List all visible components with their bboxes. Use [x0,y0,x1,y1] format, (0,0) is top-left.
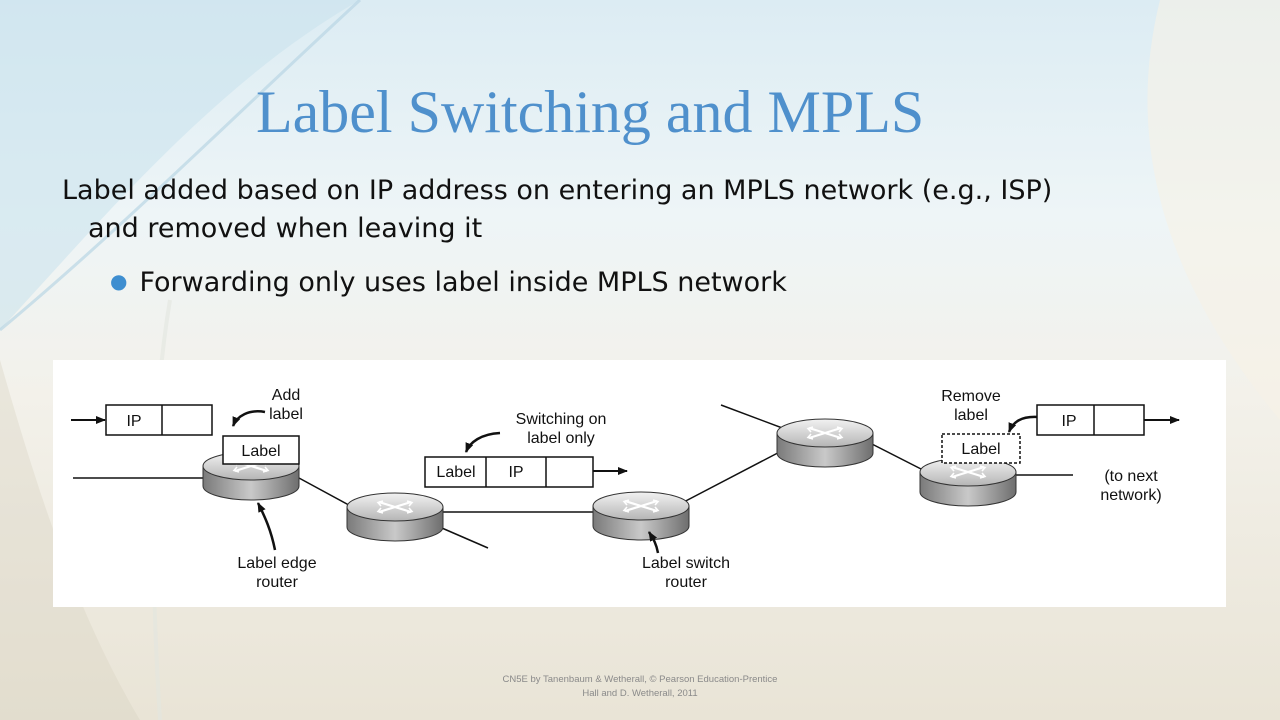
router-edge-right [918,456,1018,508]
svg-text:label: label [954,407,988,424]
router-core-3 [775,417,875,469]
svg-text:Switching on: Switching on [516,411,607,428]
svg-text:network): network) [1100,487,1161,504]
svg-text:label: label [269,406,303,423]
add-label-annotation: Add label [231,387,303,427]
paragraph-line-1: Label added based on IP address on enter… [62,175,1053,206]
link-core3-edge2 [867,441,924,471]
svg-text:IP: IP [1061,413,1076,430]
mpls-diagram-svg: IP Label Add label Switching on label on… [71,387,1180,591]
slide-body: Label added based on IP address on enter… [62,172,1212,302]
link-core2-core3 [677,444,794,506]
footer-line-2: Hall and D. Wetherall, 2011 [582,688,698,699]
label-box-removed: Label [941,433,1021,464]
switch-router-caption: Label switch router [642,531,730,591]
svg-text:Label: Label [241,443,280,460]
svg-text:Label: Label [436,464,475,481]
svg-text:Label edge: Label edge [237,555,316,572]
svg-text:router: router [665,574,707,591]
footer-line-1: CN5E by Tanenbaum & Wetherall, © Pearson… [502,674,778,685]
router-core-1 [345,491,445,543]
svg-text:label only: label only [527,430,595,447]
packet-incoming: IP [71,404,213,436]
label-box-added: Label [222,435,300,465]
slide-footer: CN5E by Tanenbaum & Wetherall, © Pearson… [440,673,840,701]
next-network-caption: (to next network) [1100,468,1161,504]
bullet-dot-icon: ● [110,269,128,293]
switching-annotation: Switching on label only [464,411,607,453]
svg-text:IP: IP [508,464,523,481]
edge-router-caption: Label edge router [237,502,317,591]
svg-text:Remove: Remove [941,388,1001,405]
svg-text:Add: Add [272,387,300,404]
svg-text:(to next: (to next [1104,468,1158,485]
router-core-2 [591,490,691,542]
packet-outgoing: IP [1036,404,1180,436]
bullet-item: ● Forwarding only uses label inside MPLS … [62,262,1212,302]
slide-title: Label Switching and MPLS [256,79,925,145]
packet-incoming-ip-field: IP [126,413,141,430]
packet-labeled: Label IP [424,456,628,488]
mpls-diagram: IP Label Add label Switching on label on… [53,360,1226,607]
svg-text:Label: Label [961,441,1000,458]
paragraph-line-2: and removed when leaving it [88,213,483,244]
bullet-text: Forwarding only uses label inside MPLS n… [139,267,787,298]
remove-label-annotation: Remove label [941,388,1039,433]
svg-text:Label switch: Label switch [642,555,730,572]
svg-text:router: router [256,574,298,591]
